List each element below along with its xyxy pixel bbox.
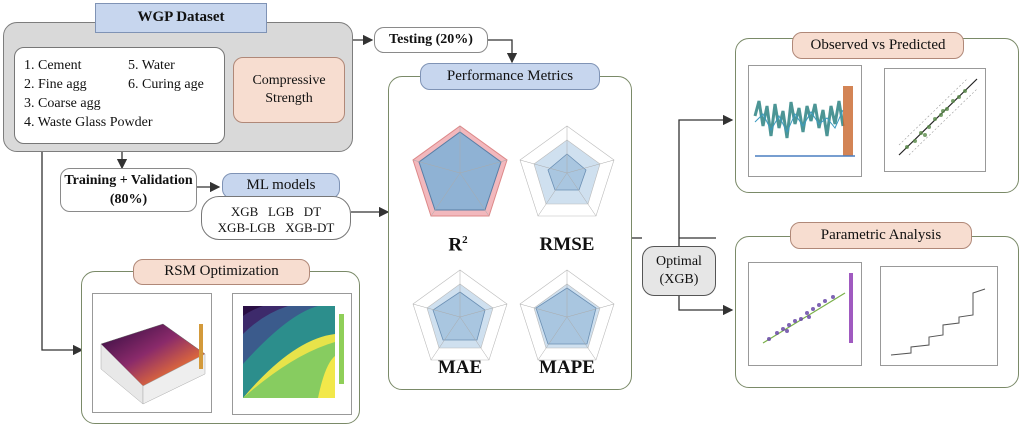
metric-r2-label: R2 bbox=[438, 234, 478, 256]
parametric-scatter-plot bbox=[748, 262, 862, 366]
rsm-title: RSM Optimization bbox=[133, 259, 310, 285]
training-box: Training + Validation (80%) bbox=[60, 168, 197, 212]
ml-models-box bbox=[201, 196, 351, 240]
dataset-title: WGP Dataset bbox=[95, 3, 267, 33]
optimal-line2: (XGB) bbox=[659, 272, 699, 287]
observed-timeseries-plot bbox=[748, 65, 862, 177]
ml-models-row2: XGB-LGB XGB-DT bbox=[217, 220, 335, 235]
rsm-surface-plot bbox=[92, 293, 212, 413]
parametric-step-plot bbox=[880, 266, 998, 366]
ml-models-title: ML models bbox=[222, 173, 340, 199]
input-water: 5. Water bbox=[128, 58, 175, 73]
optimal-line1: Optimal bbox=[656, 254, 702, 269]
metric-r2-text: R bbox=[448, 234, 463, 256]
ml-models-row1: XGB LGB DT bbox=[230, 204, 322, 219]
dataset-inputs-left: 1. Cement 2. Fine agg 3. Coarse agg 4. W… bbox=[24, 56, 153, 132]
dataset-inputs-box bbox=[14, 47, 225, 144]
radar-chart-mape bbox=[519, 269, 615, 361]
optimal-xgb-box: Optimal (XGB) bbox=[642, 246, 716, 296]
input-fine-agg: 2. Fine agg bbox=[24, 77, 87, 92]
metric-mae-label: MAE bbox=[437, 357, 483, 378]
observed-scatter-plot bbox=[884, 68, 986, 172]
parametric-analysis-title: Parametric Analysis bbox=[790, 222, 972, 249]
observed-vs-predicted-title: Observed vs Predicted bbox=[792, 32, 964, 59]
output-compressive-strength: Compressive Strength bbox=[233, 57, 345, 123]
metric-rmse-label: RMSE bbox=[539, 234, 595, 255]
input-coarse-agg: 3. Coarse agg bbox=[24, 96, 101, 111]
rsm-contour-plot bbox=[232, 293, 352, 415]
input-waste-glass-powder: 4. Waste Glass Powder bbox=[24, 115, 153, 130]
input-cement: 1. Cement bbox=[24, 58, 82, 73]
dataset-inputs-right: 5. Water 6. Curing age bbox=[128, 56, 204, 94]
testing-box: Testing (20%) bbox=[374, 27, 488, 53]
metric-r2-sup: 2 bbox=[462, 234, 468, 246]
input-curing-age: 6. Curing age bbox=[128, 77, 204, 92]
radar-chart-r2 bbox=[412, 125, 508, 217]
radar-chart-rmse bbox=[519, 125, 615, 217]
radar-chart-mae bbox=[412, 269, 508, 361]
metric-mape-label: MAPE bbox=[539, 357, 595, 378]
performance-metrics-title: Performance Metrics bbox=[420, 63, 600, 90]
